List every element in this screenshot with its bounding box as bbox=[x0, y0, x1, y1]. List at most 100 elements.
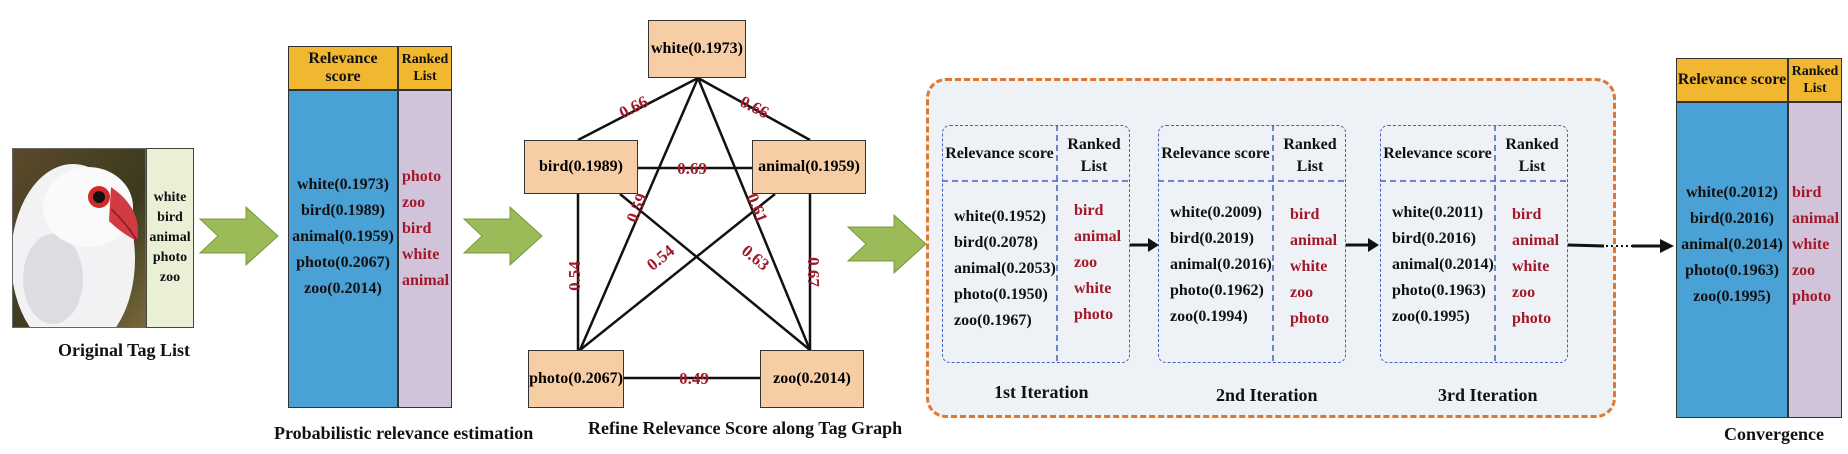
score-item: zoo(0.1995) bbox=[1392, 308, 1470, 325]
score-item: zoo(0.1995) bbox=[1693, 288, 1771, 305]
iteration-1-ranked-list: bird animal zoo white photo bbox=[1074, 198, 1121, 328]
edge-label: 0.54 bbox=[643, 241, 678, 275]
convergence-score-panel bbox=[1676, 102, 1788, 418]
ranked-item: zoo bbox=[402, 194, 426, 211]
iteration-1-caption: 1st Iteration bbox=[994, 382, 1089, 402]
edge-label: 0.66 bbox=[616, 92, 651, 122]
ranked-item: photo bbox=[402, 168, 442, 185]
iteration-3-box bbox=[1380, 125, 1568, 363]
original-tag: zoo bbox=[159, 270, 181, 285]
ranked-item: bird bbox=[1290, 206, 1320, 223]
ranked-item: photo bbox=[1792, 288, 1832, 305]
estimation-caption: Probabilistic relevance estimation bbox=[274, 423, 534, 443]
score-item: photo(0.1962) bbox=[1170, 282, 1264, 299]
iteration-2-box bbox=[1158, 125, 1346, 363]
edge-white-photo bbox=[578, 77, 700, 351]
score-item: bird(0.2016) bbox=[1690, 210, 1774, 227]
score-item: photo(0.1963) bbox=[1392, 282, 1486, 299]
ranked-item: animal bbox=[1792, 210, 1840, 227]
original-tag: animal bbox=[149, 230, 191, 245]
estimation-header-ranked: Ranked List bbox=[398, 46, 452, 90]
arrow-right-icon bbox=[1346, 238, 1379, 252]
ranked-item: bird bbox=[402, 220, 432, 237]
score-item: white(0.1973) bbox=[297, 176, 389, 193]
edge-white-bird bbox=[577, 76, 699, 142]
iteration-3-header-score: Relevance score bbox=[1383, 145, 1492, 162]
node-bird: bird(0.1989) bbox=[524, 140, 638, 194]
estimation-header-score: Relevance score bbox=[288, 46, 398, 90]
score-item: animal(0.2014) bbox=[1681, 236, 1783, 253]
original-tag-box: white bird animal photo zoo bbox=[146, 148, 194, 328]
iteration-1-score-list: white(0.1952) bird(0.2078) animal(0.2053… bbox=[954, 204, 1056, 334]
ranked-item: white bbox=[1792, 236, 1830, 253]
convergence-ranked-list: bird animal white zoo photo bbox=[1792, 180, 1839, 310]
bird-photo bbox=[13, 149, 145, 327]
score-item: photo(0.1963) bbox=[1685, 262, 1779, 279]
arrow-right-icon bbox=[1130, 238, 1159, 252]
score-item: white(0.2012) bbox=[1686, 184, 1778, 201]
ranked-item: animal bbox=[1512, 232, 1560, 249]
ranked-item: white bbox=[402, 246, 440, 263]
node-zoo: zoo(0.2014) bbox=[760, 350, 864, 408]
iteration-2-ranked-list: bird animal white zoo photo bbox=[1290, 202, 1337, 332]
score-item: white(0.2011) bbox=[1392, 204, 1484, 221]
score-item: white(0.2009) bbox=[1170, 204, 1262, 221]
ranked-item: photo bbox=[1512, 310, 1552, 327]
edge-white-zoo bbox=[696, 77, 812, 351]
ranked-item: bird bbox=[1074, 202, 1104, 219]
iteration-3-score-list: white(0.2011) bird(0.2016) animal(0.2014… bbox=[1392, 200, 1494, 330]
score-item: photo(0.1950) bbox=[954, 286, 1048, 303]
original-tag: photo bbox=[152, 250, 188, 265]
score-item: animal(0.2053) bbox=[954, 260, 1056, 277]
ranked-item: zoo bbox=[1792, 262, 1816, 279]
score-item: zoo(0.1994) bbox=[1170, 308, 1248, 325]
convergence-score-list: white(0.2012) bird(0.2016) animal(0.2014… bbox=[1676, 180, 1788, 310]
ranked-item: white bbox=[1074, 280, 1112, 297]
ranked-item: white bbox=[1290, 258, 1328, 275]
iteration-2-header-ranked: Ranked List bbox=[1283, 136, 1337, 175]
estimation-score-list: white(0.1973) bird(0.1989) animal(0.1959… bbox=[288, 172, 398, 302]
edge-label: 0.67 bbox=[804, 257, 823, 287]
edge-label: 0.49 bbox=[679, 369, 709, 388]
score-item: bird(0.2016) bbox=[1392, 230, 1476, 247]
ranked-item: white bbox=[1512, 258, 1550, 275]
ranked-item: photo bbox=[1074, 306, 1114, 323]
edge-bird-zoo bbox=[619, 193, 811, 351]
ranked-item: photo bbox=[1290, 310, 1330, 327]
ranked-item: zoo bbox=[1512, 284, 1536, 301]
edge-animal-photo bbox=[579, 193, 776, 351]
score-item: photo(0.2067) bbox=[296, 254, 390, 271]
original-tag: white bbox=[153, 190, 187, 205]
score-item: bird(0.2019) bbox=[1170, 230, 1254, 247]
iteration-2-dividers bbox=[1158, 125, 1346, 363]
arrow-right-icon bbox=[198, 205, 279, 267]
original-tag: bird bbox=[157, 210, 183, 225]
score-item: white(0.1952) bbox=[954, 208, 1046, 225]
score-item: animal(0.1959) bbox=[292, 228, 394, 245]
original-caption: Original Tag List bbox=[58, 340, 191, 360]
convergence-header-ranked: Ranked List bbox=[1788, 58, 1842, 102]
iteration-1-dividers bbox=[942, 125, 1130, 363]
score-item: animal(0.2014) bbox=[1392, 256, 1494, 273]
edge-label: 0.69 bbox=[677, 159, 707, 178]
arrow-right-icon bbox=[846, 213, 927, 275]
iteration-1-box bbox=[942, 125, 1130, 363]
edge-label: 0.54 bbox=[565, 261, 584, 291]
graph-caption: Refine Relevance Score along Tag Graph bbox=[588, 418, 903, 438]
iteration-2-header-score: Relevance score bbox=[1161, 145, 1270, 162]
estimation-ranked-list: photo zoo bird white animal bbox=[402, 164, 449, 294]
edge-label: 0.61 bbox=[743, 191, 772, 226]
iteration-2-caption: 2nd Iteration bbox=[1216, 385, 1318, 405]
score-item: animal(0.2016) bbox=[1170, 256, 1272, 273]
ranked-item: bird bbox=[1512, 206, 1542, 223]
ranked-item: zoo bbox=[1290, 284, 1314, 301]
convergence-ranked-panel bbox=[1788, 102, 1842, 418]
iteration-2-score-list: white(0.2009) bird(0.2019) animal(0.2016… bbox=[1170, 200, 1272, 330]
ranked-item: animal bbox=[1290, 232, 1338, 249]
score-item: bird(0.2078) bbox=[954, 234, 1038, 251]
original-image bbox=[12, 148, 146, 328]
ranked-item: animal bbox=[1074, 228, 1122, 245]
iteration-3-header-ranked: Ranked List bbox=[1505, 136, 1559, 175]
convergence-header-score: Relevance score bbox=[1676, 58, 1788, 102]
node-white: white(0.1973) bbox=[648, 20, 746, 78]
